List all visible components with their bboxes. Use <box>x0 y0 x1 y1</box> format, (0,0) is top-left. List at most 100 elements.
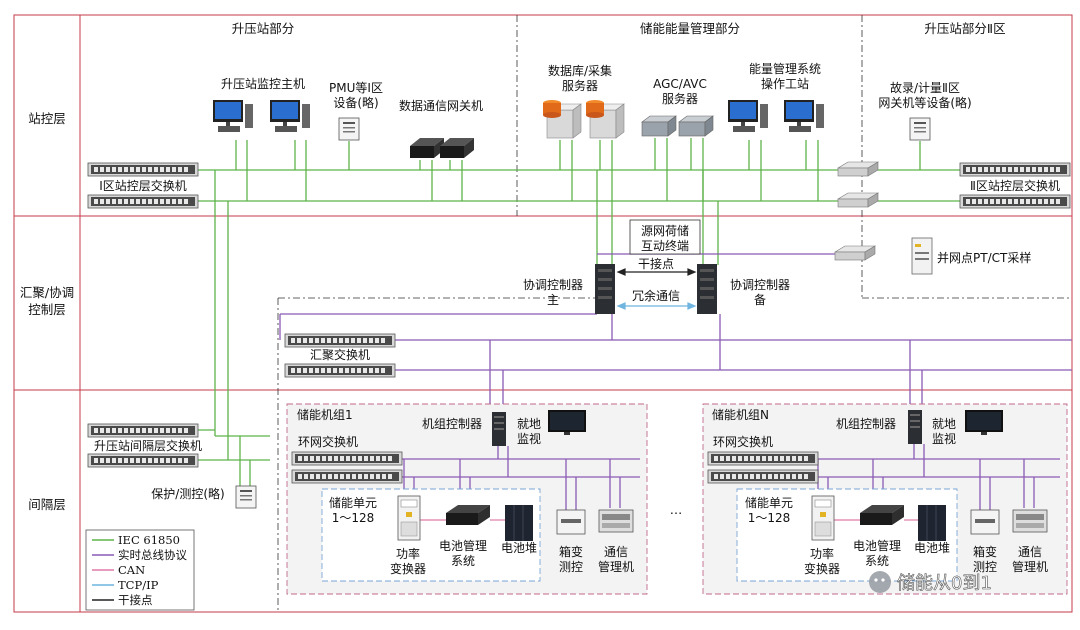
storage-group-n: 储能机组N 环网交换机 机组控制器 就地 监视 储能单元 1～128 <box>702 403 1068 595</box>
zone1-switch-a <box>87 162 199 177</box>
group-1-ring-switch-a <box>291 451 403 466</box>
fault-recorder-label-line1: 故录/计量Ⅱ区 <box>890 80 960 95</box>
group-n-box-label-line2: 测控 <box>973 560 997 574</box>
db-icon-1 <box>543 100 561 118</box>
pmu-label-line2: 设备(略) <box>333 95 378 110</box>
group-1-box-transformer-device <box>556 509 586 535</box>
interaction-terminal-label-line1: 源网荷储 <box>641 223 689 238</box>
iec61850-buses <box>197 138 960 490</box>
section-boost2-title: 升压站部分Ⅱ区 <box>924 21 1005 36</box>
group-1-comm-manager-device <box>598 509 634 533</box>
group-1-local-label-line2: 监视 <box>517 431 541 446</box>
group-1-pcs-label-line1: 功率 <box>396 546 420 561</box>
layer-coord-label-line2: 控制层 <box>28 302 66 317</box>
aggregation-switch-a <box>284 333 396 348</box>
group-n-controller-label: 机组控制器 <box>836 417 896 431</box>
protection-device <box>235 485 257 509</box>
ems-ws-label-line1: 能量管理系统 <box>749 61 821 76</box>
group-1-pcs-device <box>397 495 421 541</box>
group-n-battery-pack <box>917 504 947 542</box>
controller-backup-label-line1: 协调控制器 <box>730 277 790 292</box>
group-n-box-label-line1: 箱变 <box>973 544 997 559</box>
section-ems-title: 储能能量管理部分 <box>640 21 740 36</box>
group-1-unit-label-line1: 储能单元 <box>329 495 377 510</box>
watermark: 储能从0到1 <box>869 571 992 594</box>
wechat-icon <box>869 571 891 593</box>
bay-switch-a <box>87 423 199 438</box>
legend-bus: 实时总线协议 <box>118 548 187 562</box>
pmu-device <box>338 117 360 141</box>
group-1-box-label-line2: 测控 <box>559 560 583 574</box>
gateway-device-1 <box>410 138 444 158</box>
gateway-device-2 <box>440 138 474 158</box>
group-1-unit-controller <box>492 412 506 446</box>
zone1-switch-label: Ⅰ区站控层交换机 <box>99 178 187 193</box>
monitor-host-pc-2 <box>270 100 310 132</box>
group-n-box-transformer-device <box>970 509 1000 535</box>
ems-workstation-1 <box>728 100 768 132</box>
group-n-ring-switch-a <box>707 451 819 466</box>
redundant-comm-label: 冗余通信 <box>632 288 680 303</box>
gateway-label: 数据通信网关机 <box>399 98 483 113</box>
zone2-switch-a <box>959 162 1071 177</box>
group-ellipsis: … <box>670 502 683 517</box>
coordinating-controller-backup <box>697 264 717 314</box>
legend-tcpip: TCP/IP <box>118 578 159 592</box>
group-n-bms-label-line2: 系统 <box>865 554 889 568</box>
group-1-local-label-line1: 就地 <box>517 417 541 431</box>
group-n-pcs-label-line1: 功率 <box>810 546 834 561</box>
layer-station-label: 站控层 <box>28 111 66 126</box>
outer-frame <box>13 14 1073 613</box>
group-1-comm-label-line1: 通信 <box>604 545 628 559</box>
agc-server-1 <box>641 115 677 137</box>
group-1-controller-label: 机组控制器 <box>422 417 482 431</box>
legend: IEC 61850 实时总线协议 CAN TCP/IP 干接点 <box>85 529 195 611</box>
firewall-router-bottom <box>837 192 879 208</box>
group-n-local-monitor <box>965 410 1003 435</box>
group-1-ring-switch-label: 环网交换机 <box>298 434 358 449</box>
section-boost-title: 升压站部分 <box>232 21 295 36</box>
group-n-unit-controller <box>908 410 922 444</box>
interaction-terminal-label-line2: 互动终端 <box>641 238 689 253</box>
layer-bay-label: 间隔层 <box>28 497 66 512</box>
ems-ws-label-line2: 操作工站 <box>761 76 809 91</box>
group-1-pcs-label-line2: 变换器 <box>390 561 426 576</box>
ems-workstation-2 <box>784 100 824 132</box>
group-1-battery-pack <box>504 504 534 542</box>
group-n-comm-manager-device <box>1012 509 1048 533</box>
group-n-title: 储能机组N <box>712 407 769 422</box>
group-n-unit-label-line2: 1～128 <box>748 511 791 525</box>
group-1-bms-label-line2: 系统 <box>451 554 475 568</box>
group-n-pack-label: 电池堆 <box>914 541 950 555</box>
group-n-local-label-line1: 就地 <box>932 417 956 431</box>
fault-recorder-device <box>909 117 931 141</box>
dry-contact-label: 干接点 <box>638 256 674 271</box>
legend-dry-contact: 干接点 <box>118 593 153 607</box>
controller-backup-label-line2: 备 <box>754 293 766 307</box>
ptct-device <box>911 237 933 275</box>
agc-server-label-line2: 服务器 <box>662 91 698 106</box>
aggregation-switch-label: 汇聚交换机 <box>310 347 370 362</box>
group-n-ring-switch-b <box>707 469 819 484</box>
legend-can: CAN <box>118 563 145 577</box>
controller-main-label-line1: 协调控制器 <box>523 277 583 292</box>
bay-switch-b <box>87 453 199 468</box>
storage-group-1: 储能机组1 环网交换机 机组控制器 就地 监视 储能单元 1～128 <box>286 403 648 595</box>
group-1-pack-label: 电池堆 <box>501 541 537 555</box>
ptct-label: 并网点PT/CT采样 <box>937 250 1031 265</box>
agc-server-label-line1: AGC/AVC <box>653 77 707 91</box>
legend-iec61850: IEC 61850 <box>118 533 180 547</box>
group-n-comm-label-line1: 通信 <box>1018 545 1042 559</box>
group-n-pcs-label-line2: 变换器 <box>804 561 840 576</box>
controller-main-label-line2: 主 <box>547 293 559 307</box>
agc-server-2 <box>678 115 714 137</box>
group-n-ring-switch-label: 环网交换机 <box>713 434 773 449</box>
group-n-pcs-device <box>811 495 835 541</box>
monitor-host-pc-1 <box>213 100 253 132</box>
protection-label: 保护/测控(略) <box>151 486 224 501</box>
group-1-comm-label-line2: 管理机 <box>598 559 634 574</box>
db-server-label-line2: 服务器 <box>562 78 598 93</box>
bus-protocol-lines <box>279 222 1072 420</box>
group-1-box-label-line1: 箱变 <box>559 544 583 559</box>
